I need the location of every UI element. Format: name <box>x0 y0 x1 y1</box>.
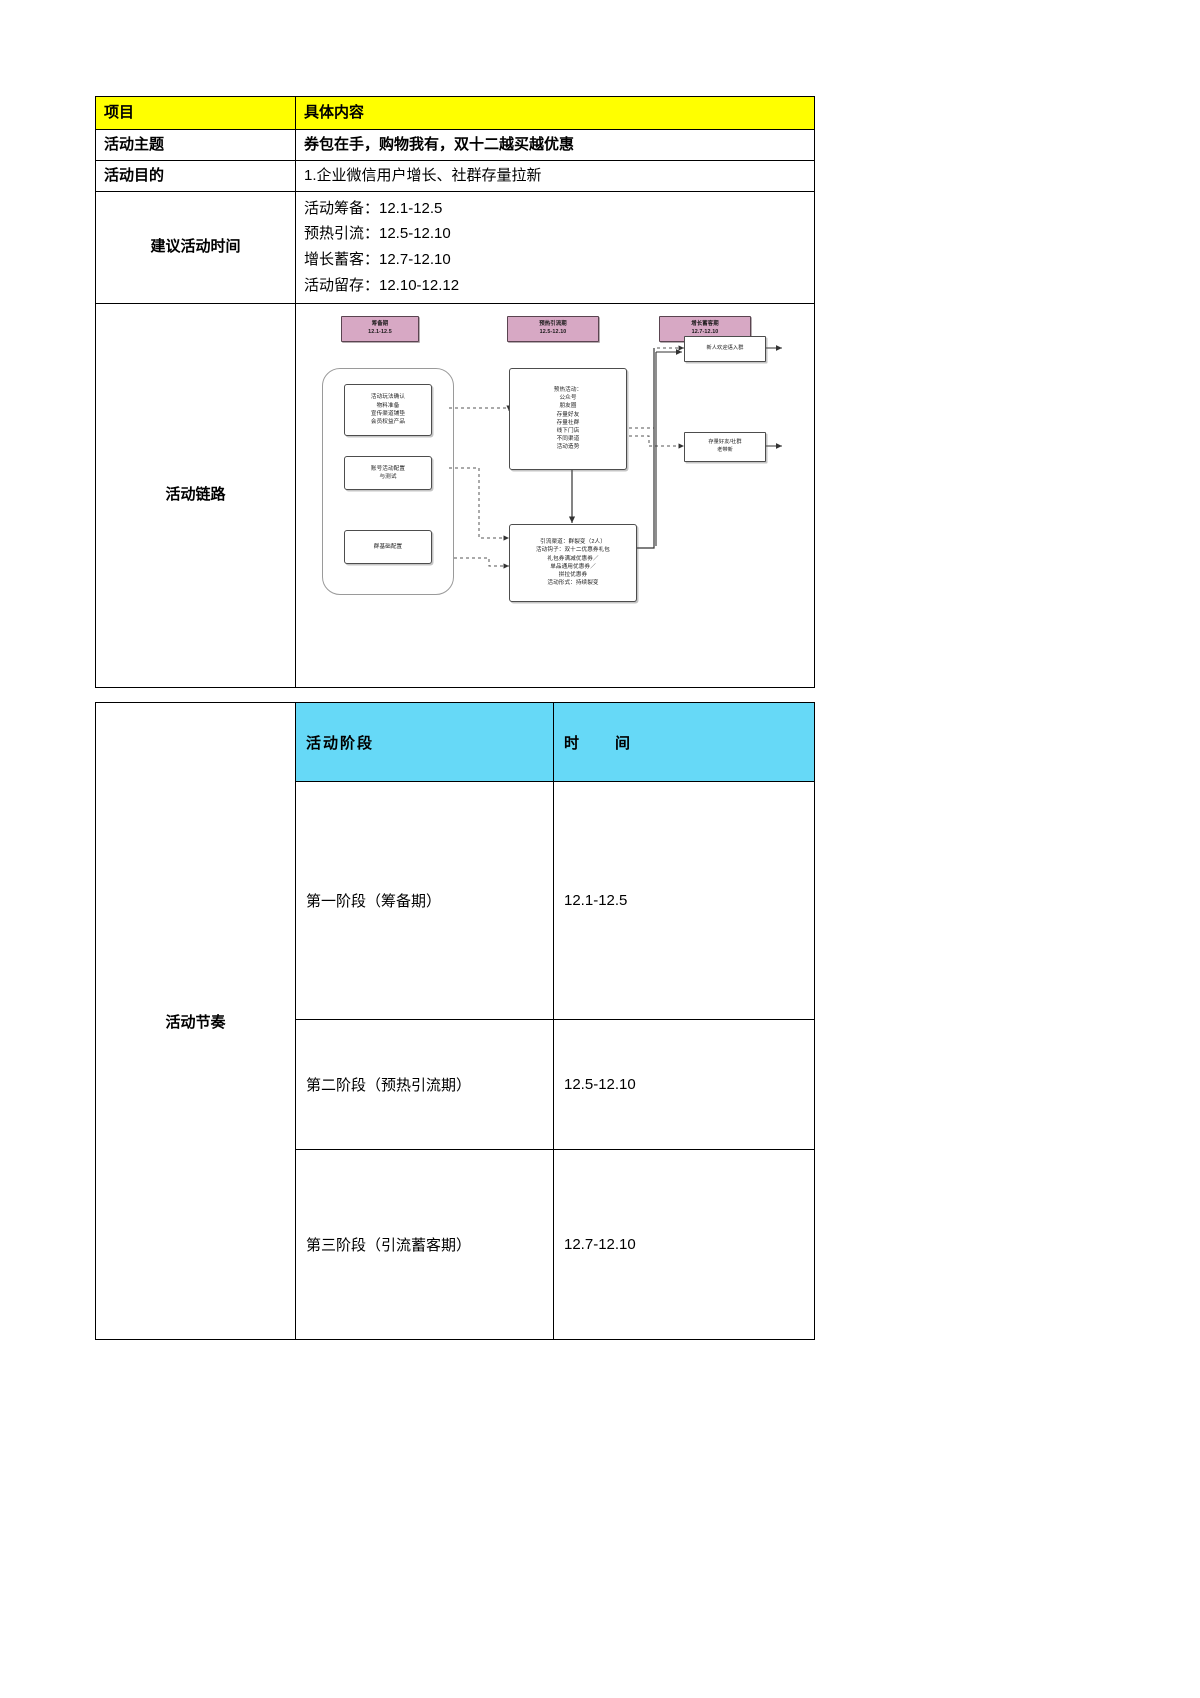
phase-date-growth: 12.7-12.10 <box>691 328 719 335</box>
phase-date-warmup: 12.5-12.10 <box>539 328 567 335</box>
prep-line-4: 会员权益产品 <box>370 418 406 425</box>
result-line-existing-1: 存量好友/社群 <box>708 439 742 446</box>
fission-line-4: 单品通用优惠券／ <box>550 563 596 570</box>
group-config-line-1: 群基础配置 <box>373 543 403 550</box>
prep-line-2: 物料准备 <box>376 402 400 409</box>
account-config-line-1: 账号活动配置 <box>370 465 406 472</box>
stage-time-2: 12.5-12.10 <box>553 1019 815 1150</box>
warmup-line-2: 公众号 <box>559 395 577 402</box>
header-cell-stage: 活动阶段 <box>295 702 554 782</box>
account-config-line-2: 与测试 <box>379 473 397 480</box>
activity-overview-table: 项目 具体内容 活动主题 券包在手，购物我有，双十二越买越优惠 活动目的 1.企… <box>95 96 815 688</box>
prep-box-account-config: 账号活动配置 与测试 <box>344 455 432 490</box>
fission-line-6: 活动形式：持续裂变 <box>547 579 599 586</box>
row-label-suggested-time: 建议活动时间 <box>95 190 296 304</box>
time-line-prep: 活动筹备：12.1-12.5 <box>304 199 443 217</box>
phase-title-preparation: 筹备期 <box>371 320 389 327</box>
result-box-welcome-join: 新人欢迎语入群 <box>684 335 766 362</box>
time-line-retention: 活动留存：12.10-12.12 <box>304 276 460 294</box>
time-line-growth: 增长蓄客：12.7-12.10 <box>304 251 451 269</box>
table-row: 第三阶段（引流蓄客期） 12.7-12.10 <box>96 1149 815 1340</box>
header-cell-time: 时 间 <box>553 702 815 782</box>
table-row-suggested-time: 建议活动时间 活动筹备：12.1-12.5 预热引流：12.5-12.10 增长… <box>95 190 815 304</box>
row-value-chain: 筹备期 12.1-12.5 预热引流期 12.5-12.10 增长蓄客期 12.… <box>295 302 815 688</box>
row-value-purpose: 1.企业微信用户增长、社群存量拉新 <box>295 159 815 192</box>
fission-line-1: 引流渠道：群裂变（2人） <box>540 539 606 546</box>
fission-line-3: 礼包券满减优惠券／ <box>547 555 599 562</box>
fission-line-2: 活动钩子：双十二优惠券礼包 <box>535 547 611 554</box>
phase-box-preparation: 筹备期 12.1-12.5 <box>341 315 419 342</box>
table-row-chain: 活动链路 <box>95 302 815 688</box>
header-cell-item: 项目 <box>95 96 296 130</box>
phase-title-warmup: 预热引流期 <box>539 320 567 327</box>
warmup-box: 预热活动： 公众号 朋友圈 存量好友 存量社群 线下门店 不同渠道 活动造势 <box>509 367 627 470</box>
row-value-theme: 券包在手，购物我有，双十二越买越优惠 <box>295 129 815 161</box>
header-cell-detail: 具体内容 <box>295 96 815 130</box>
result-line-welcome: 新人欢迎语入群 <box>706 344 744 351</box>
table-row: 活动主题 券包在手，购物我有，双十二越买越优惠 <box>95 129 815 161</box>
phase-date-preparation: 12.1-12.5 <box>368 328 392 335</box>
warmup-line-5: 存量社群 <box>556 419 580 426</box>
prep-line-1: 活动玩法确认 <box>370 394 406 401</box>
warmup-line-6: 线下门店 <box>556 427 580 434</box>
prep-line-3: 宣传渠道铺垫 <box>370 410 406 417</box>
warmup-line-7: 不同渠道 <box>556 435 580 442</box>
stage-name-3: 第三阶段（引流蓄客期） <box>295 1149 554 1340</box>
stage-time-1: 12.1-12.5 <box>553 781 815 1020</box>
row-label-theme: 活动主题 <box>95 129 296 161</box>
row-label-purpose: 活动目的 <box>95 159 296 192</box>
table-row: 活动目的 1.企业微信用户增长、社群存量拉新 <box>95 159 815 192</box>
row-value-suggested-time: 活动筹备：12.1-12.5 预热引流：12.5-12.10 增长蓄客：12.7… <box>295 190 815 304</box>
phase-box-warmup: 预热引流期 12.5-12.10 <box>507 315 599 342</box>
flow-connectors <box>449 344 782 569</box>
prep-box-playbook: 活动玩法确认 物料准备 宣传渠道铺垫 会员权益产品 <box>344 383 432 436</box>
prep-group-outline <box>322 367 454 595</box>
stage-time-3: 12.7-12.10 <box>553 1149 815 1340</box>
warmup-line-4: 存量好友 <box>556 411 580 418</box>
activity-rhythm-table: 活动节奏 活动阶段 时 间 第一阶段（筹备期） 12.1-12.5 第二阶段（预… <box>95 702 815 1340</box>
fission-box: 引流渠道：群裂变（2人） 活动钩子：双十二优惠券礼包 礼包券满减优惠券／ 单品通… <box>509 523 637 602</box>
stage-name-1: 第一阶段（筹备期） <box>295 781 554 1020</box>
result-box-existing-referral: 存量好友/社群 老带新 <box>684 431 766 462</box>
warmup-line-8: 活动造势 <box>556 444 580 451</box>
time-line-warmup: 预热引流：12.5-12.10 <box>304 225 451 243</box>
phase-title-growth: 增长蓄客期 <box>691 320 719 327</box>
table-header-row: 项目 具体内容 <box>95 96 815 130</box>
rhythm-header-row: 活动节奏 活动阶段 时 间 <box>95 702 815 1340</box>
table-row: 第一阶段（筹备期） 12.1-12.5 <box>96 781 815 1020</box>
activity-flow-diagram: 筹备期 12.1-12.5 预热引流期 12.5-12.10 增长蓄客期 12.… <box>304 308 824 683</box>
fission-line-5: 拼拉优惠券 <box>558 571 588 578</box>
result-line-existing-2: 老带新 <box>717 446 733 453</box>
row-label-chain: 活动链路 <box>95 302 296 688</box>
warmup-line-1: 预热活动： <box>553 387 583 394</box>
stage-name-2: 第二阶段（预热引流期） <box>295 1019 554 1150</box>
warmup-line-3: 朋友圈 <box>559 403 577 410</box>
table-row: 第二阶段（预热引流期） 12.5-12.10 <box>96 1019 815 1150</box>
prep-box-group-config: 群基础配置 <box>344 529 432 564</box>
row-label-rhythm: 活动节奏 <box>95 702 296 1340</box>
